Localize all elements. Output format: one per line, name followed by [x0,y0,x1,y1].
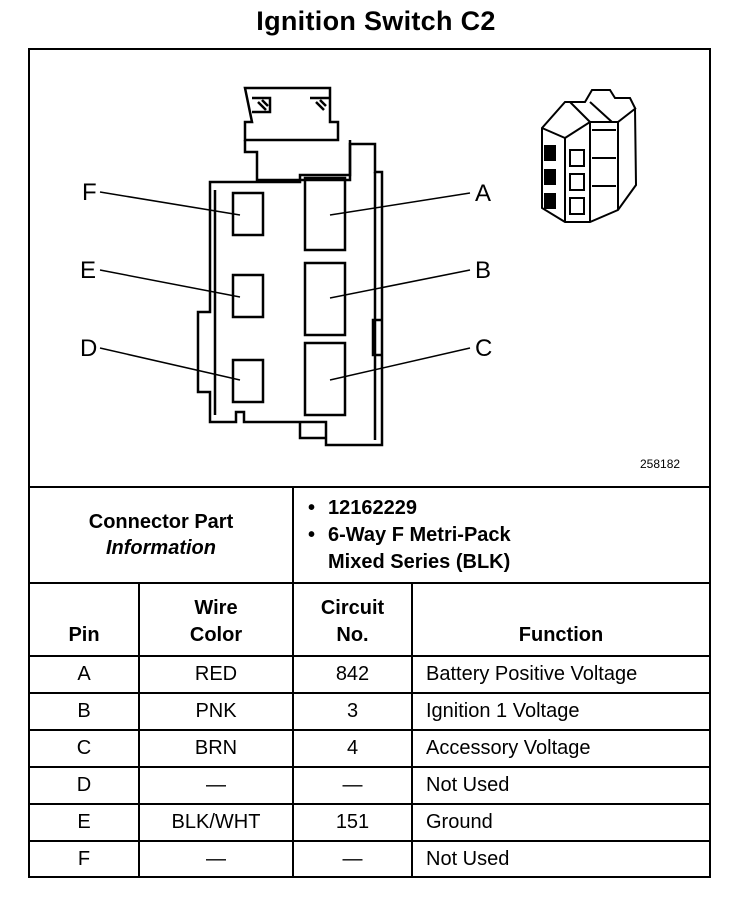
wire-color-cell: BLK/WHT [139,804,294,842]
pin-label-c: C [475,335,492,362]
connector-info-label-line2: Information [106,537,216,559]
table-row: C BRN 4 Accessory Voltage [30,730,709,768]
connector-info-table: Connector Part Information •12162229 •6-… [30,486,709,584]
connector-type: 6-Way F Metri-Pack [328,523,511,546]
pin-label-e: E [80,257,96,284]
wire-color-cell: BRN [139,730,294,768]
wire-color-cell: RED [139,656,294,694]
pin-label-f: F [82,179,97,206]
function-cell: Ignition 1 Voltage [412,693,709,731]
table-row: D — — Not Used [30,767,709,805]
figure-number: 258182 [640,457,681,471]
diagram-frame: F E D A B C 258182 Connector Part Inform… [28,48,711,878]
circuit-cell: — [293,767,413,805]
connector-info-label: Connector Part Information [30,486,294,584]
pin-label-a: A [475,180,491,207]
connector-info-label-line1: Connector Part [88,511,234,533]
table-row: F — — Not Used [30,841,709,877]
header-pin: Pin [30,584,140,657]
function-cell: Not Used [426,848,510,870]
connector-series: Mixed Series (BLK) [328,550,511,573]
table-row: A RED 842 Battery Positive Voltage [30,656,709,694]
circuit-cell: 3 [293,693,413,731]
pin-cell: A [30,656,140,694]
function-cell: Battery Positive Voltage [412,656,709,694]
table-row: B PNK 3 Ignition 1 Voltage [30,693,709,731]
wire-color-cell: PNK [139,693,294,731]
pin-cell: D [30,767,140,805]
circuit-cell: 151 [293,804,413,842]
pin-label-b: B [475,257,491,284]
pin-cell: F [30,841,140,877]
function-cell: Accessory Voltage [412,730,709,768]
function-cell: Ground [412,804,709,842]
connector-drawing: F E D A B C [80,86,638,447]
pin-label-d: D [80,335,97,362]
pin-cell: E [30,804,140,842]
wire-color-cell: — [139,767,294,805]
circuit-cell: 4 [293,730,413,768]
page-title: Ignition Switch C2 [256,6,496,36]
table-row: E BLK/WHT 151 Ground [30,804,709,842]
connector-diagram: F E D A B C 258182 [30,50,709,486]
header-function: Function [412,584,709,657]
pin-cell: B [30,693,140,731]
function-cell: Not Used [412,767,709,805]
pin-cell: C [30,730,140,768]
part-number: 12162229 [328,496,417,519]
circuit-cell: 842 [293,656,413,694]
circuit-cell: — [293,841,413,877]
connector-info-values: •12162229 •6-Way F Metri-Pack Mixed Seri… [293,486,709,584]
wire-color-cell: — [139,841,294,877]
connector-3d-view [541,89,638,223]
